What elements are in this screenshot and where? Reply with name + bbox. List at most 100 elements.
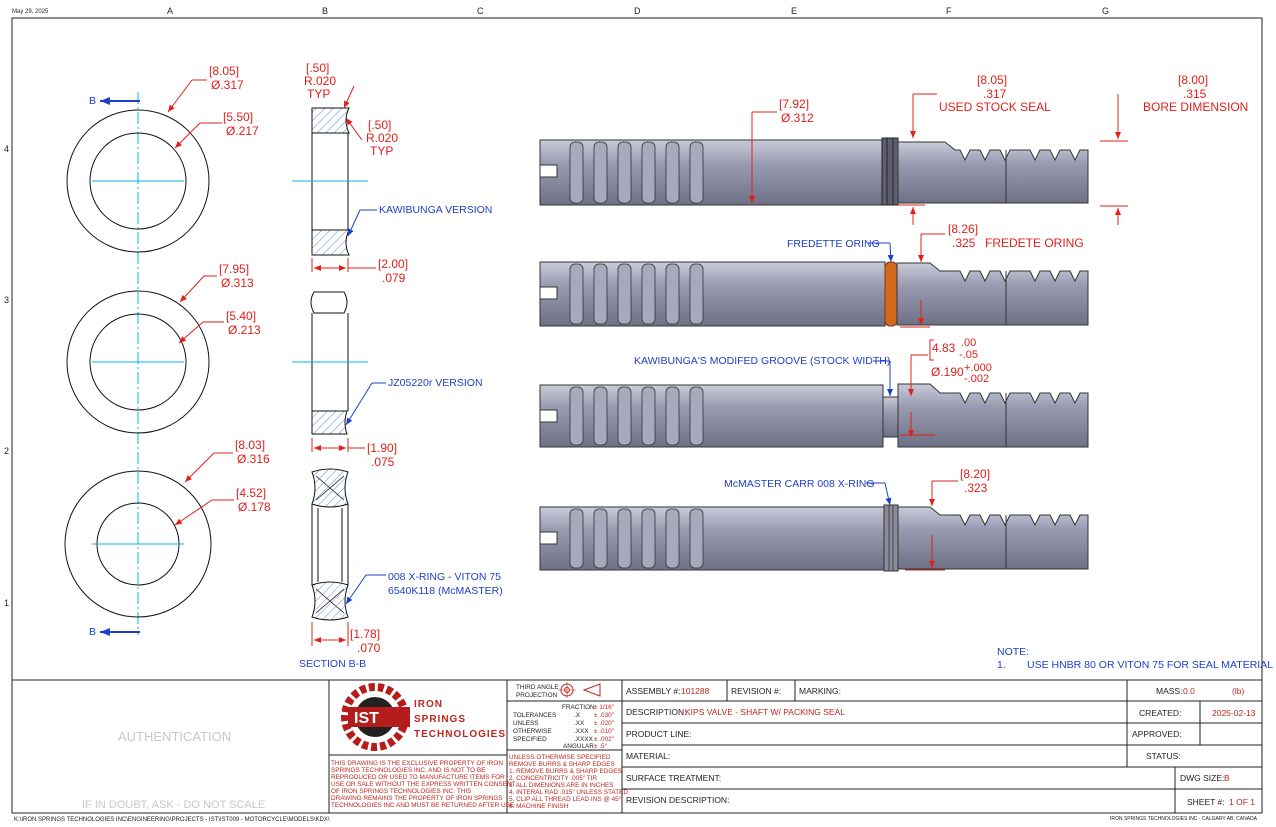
section-radius-side-dim: [.50] R.020 TYP [345,117,398,158]
svg-text:Ø.316: Ø.316 [237,452,270,466]
svg-text:.00: .00 [961,337,976,349]
svg-text:.079: .079 [382,271,406,285]
svg-text:DRAWING REMAINS THE PROPERTY O: DRAWING REMAINS THE PROPERTY OF IRON SPR… [331,795,503,802]
shaft-4-seal-dim: [8.20] .323 [905,467,990,571]
svg-text:± .010": ± .010" [594,728,614,735]
svg-text:.315: .315 [1183,87,1207,101]
section-mark-top: B [89,95,140,107]
zone-label: F [946,6,952,16]
svg-text:.070: .070 [357,641,381,655]
company-location: IRON SPRINGS TECHNOLOGIES INC - CALGARY … [1110,816,1258,822]
svg-text:SPRINGS: SPRINGS [414,714,466,725]
projection-symbol: THIRD ANGLE PROJECTION [516,682,601,699]
property-notice: THIS DRAWING IS THE EXCLUSIVE PROPERTY O… [331,760,516,809]
svg-text:.075: .075 [371,455,395,469]
shaft-4 [539,504,1089,572]
dwg-size-label: DWG SIZE: [1180,773,1224,783]
svg-text:UNLESS OTHERWISE SPECIFIED: UNLESS OTHERWISE SPECIFIED [509,754,611,761]
svg-text:OF IRON SPRINGS TECHNOLOGIES I: OF IRON SPRINGS TECHNOLOGIES INC. THIS [331,788,471,795]
ring-bottom [64,470,212,618]
svg-text:6. MACHINE FINISH: 6. MACHINE FINISH [509,803,569,810]
approved-label: APPROVED: [1132,729,1182,739]
svg-text:± .002": ± .002" [594,736,614,743]
svg-text:.317: .317 [983,87,1007,101]
svg-text:+.000: +.000 [964,362,992,374]
svg-text:[5.40]: [5.40] [226,309,256,323]
svg-text:USE HNBR 80 OR VITON 75 FOR SE: USE HNBR 80 OR VITON 75 FOR SEAL MATERIA… [1027,659,1273,671]
description-value: KIPS VALVE - SHAFT W/ PACKING SEAL [685,707,845,717]
created-value: 2025-02-13 [1212,708,1256,718]
mass-unit: (lb) [1232,686,1244,696]
svg-text:IRON: IRON [414,699,443,710]
svg-text:5. CLIP ALL THREAD LEAD INS @: 5. CLIP ALL THREAD LEAD INS @ 45° [509,795,622,803]
zone-label: B [322,6,328,16]
svg-text:TYP: TYP [307,87,330,101]
svg-text:KAWIBUNGA'S MODIFED GROOVE (ST: KAWIBUNGA'S MODIFED GROOVE (STOCK WIDTH) [634,355,890,367]
svg-text:USE OR SALE WITHOUT THE EXPRES: USE OR SALE WITHOUT THE EXPRESS WRITTEN … [331,781,516,788]
shaft-3 [539,383,1089,448]
kawibunga-callout: KAWIBUNGA VERSION [347,204,492,237]
sheet-border [11,17,1263,814]
svg-text:[8.05]: [8.05] [977,73,1007,87]
shaft-1 [539,137,1089,206]
surface-treatment-label: SURFACE TREATMENT: [626,773,721,783]
kawibunga-width-dim: [2.00] .079 [378,257,408,285]
svg-text:JZ05220r VERSION: JZ05220r VERSION [388,377,483,389]
svg-text:UNLESS: UNLESS [513,720,539,727]
svg-text:BORE DIMENSION: BORE DIMENSION [1143,100,1248,114]
section-mark-bottom: B [89,626,140,638]
svg-text:.XXX: .XXX [574,728,589,735]
assembly-value: 101288 [681,686,710,696]
svg-text:.323: .323 [964,481,988,495]
shaft-1-bore-dim: [8.00] .315 BORE DIMENSION [1100,73,1248,225]
authentication-label: AUTHENTICATION [118,729,231,744]
svg-text:THIS DRAWING IS THE EXCLUSIVE: THIS DRAWING IS THE EXCLUSIVE PROPERTY O… [331,760,503,767]
svg-text:[4.52]: [4.52] [236,486,266,500]
svg-text:3. ALL DIMENIONS ARE IN INCHES: 3. ALL DIMENIONS ARE IN INCHES [509,782,614,789]
svg-text:[7.95]: [7.95] [219,262,249,276]
zone-label: 4 [4,144,9,154]
svg-text:Ø.313: Ø.313 [221,276,254,290]
svg-text:USED STOCK SEAL: USED STOCK SEAL [939,100,1051,114]
svg-text:R.020: R.020 [366,131,398,145]
dwg-size-value: B [1224,773,1230,783]
section-radius-top-dim: [.50] R.020 TYP [304,61,355,109]
svg-text:[8.00]: [8.00] [1178,73,1208,87]
xring-width-dim: [1.78] .070 [350,627,381,655]
svg-text:1.: 1. [997,659,1006,671]
section-xring [311,468,349,646]
svg-text:6540K118 (McMASTER): 6540K118 (McMASTER) [388,585,503,597]
mass-label: MASS: [1156,686,1182,696]
zone-label: G [1102,6,1109,16]
zone-label: 1 [4,598,9,608]
svg-text:± .5°: ± .5° [594,742,608,750]
section-jz [292,291,368,452]
svg-text:SPRINGS TECHNOLOGIES INC. AND: SPRINGS TECHNOLOGIES INC. AND IS NOT TO … [331,767,485,774]
shaft-3-groove-dim: 4.83 .00 -.05 Ø.190 +.000 -.002 [900,337,992,437]
svg-text:FREDETTE ORING: FREDETTE ORING [787,238,880,250]
revision-label: REVISION #: [731,686,781,696]
material-label: MATERIAL: [626,751,670,761]
ring-middle [66,290,210,434]
drawing-date: May 29, 2025 [12,9,49,15]
svg-text:± .020": ± .020" [594,720,614,727]
ring-bot-inner-dim: [4.52] Ø.178 [174,486,271,526]
drawing-note: NOTE: 1. USE HNBR 80 OR VITON 75 FOR SEA… [997,646,1273,671]
shaft-2 [539,261,1089,327]
ring-top [66,109,210,253]
svg-text:KAWIBUNGA VERSION: KAWIBUNGA VERSION [379,204,492,216]
svg-text:008 X-RING - VITON 75: 008 X-RING - VITON 75 [388,571,501,583]
ring-bot-outer-dim: [8.03] Ø.316 [184,438,270,483]
zone-label: 2 [4,446,9,456]
sheet-value: 1 OF 1 [1229,797,1255,807]
zone-label: D [634,6,641,16]
shaft-3-groove-callout: KAWIBUNGA'S MODIFED GROOVE (STOCK WIDTH) [634,355,893,396]
svg-text:[5.50]: [5.50] [223,110,253,124]
svg-text:.325: .325 [952,236,976,250]
svg-text:TECHNOLOGIES: TECHNOLOGIES [414,729,506,740]
svg-text:.XX: .XX [574,720,585,727]
svg-text:NOTE:: NOTE: [997,646,1029,658]
svg-text:4.83: 4.83 [932,341,956,355]
zone-label: C [477,6,484,16]
ring-mid-inner-dim: [5.40] Ø.213 [178,309,261,344]
